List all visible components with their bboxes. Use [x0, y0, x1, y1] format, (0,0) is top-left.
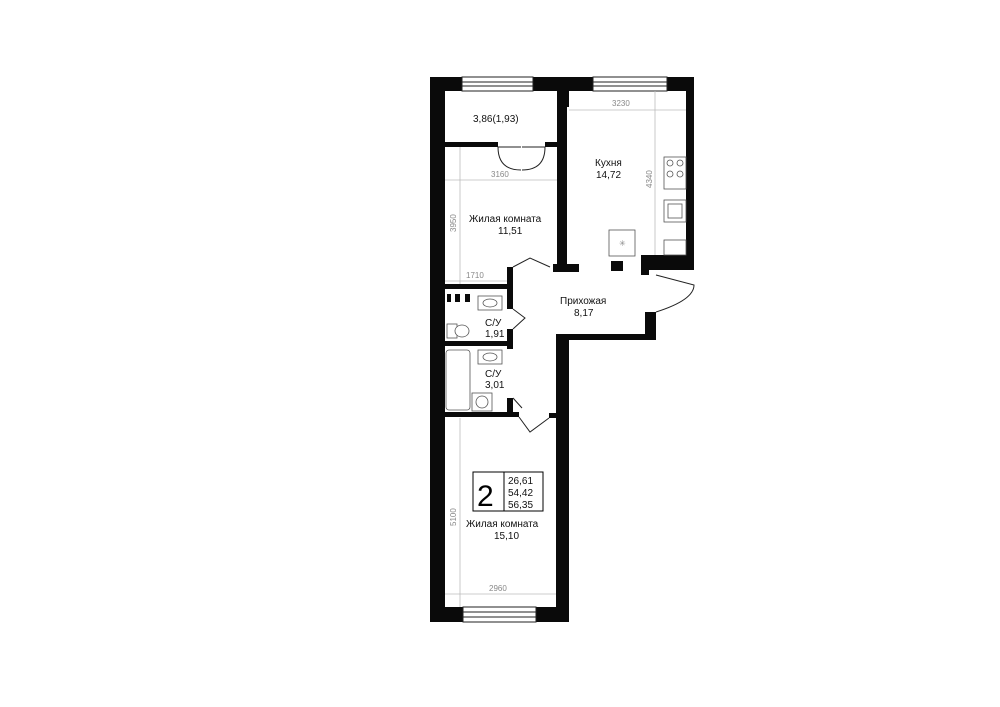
dim-living2-width: 2960 [489, 584, 507, 593]
walls [430, 77, 694, 622]
living2-area: 15,10 [494, 531, 519, 542]
kitchen-area: 14,72 [596, 170, 621, 181]
doors [497, 146, 695, 433]
bath2-name: С/У [485, 369, 502, 380]
living1-area: 11,51 [498, 226, 523, 237]
hallway-name: Прихожая [560, 296, 606, 307]
kitchen-name: Кухня [595, 158, 622, 169]
hallway-area: 8,17 [574, 308, 594, 319]
living2-name: Жилая комната [466, 519, 539, 530]
bath1-name: С/У [485, 318, 502, 329]
total-area: 54,42 [508, 488, 533, 499]
dim-living1-depth: 3950 [449, 214, 458, 232]
windows [461, 76, 668, 623]
dim-living2-depth: 5100 [449, 508, 458, 526]
bathtub-icon [445, 349, 471, 411]
toilet-icon [454, 324, 470, 338]
svg-text:✳: ✳ [619, 239, 626, 248]
bath2-area: 3,01 [485, 380, 505, 391]
fixtures: ✳ [445, 156, 687, 412]
dim-hall-width: 1710 [466, 271, 484, 280]
dim-kitchen-depth: 4340 [645, 170, 654, 188]
bath1-area: 1,91 [485, 329, 505, 340]
summary-box: 2 26,61 54,42 56,35 [472, 471, 544, 513]
dim-living1-width: 3160 [491, 170, 509, 179]
rooms-count: 2 [477, 480, 494, 513]
dim-kitchen-width: 3230 [612, 99, 630, 108]
dimension-lines [445, 91, 686, 607]
living-area: 26,61 [508, 476, 533, 487]
balcony-area: 3,86(1,93) [473, 114, 519, 125]
living1-name: Жилая комната [469, 214, 542, 225]
kitchen-table-icon [608, 229, 636, 257]
total-with-balcony: 56,35 [508, 500, 533, 511]
